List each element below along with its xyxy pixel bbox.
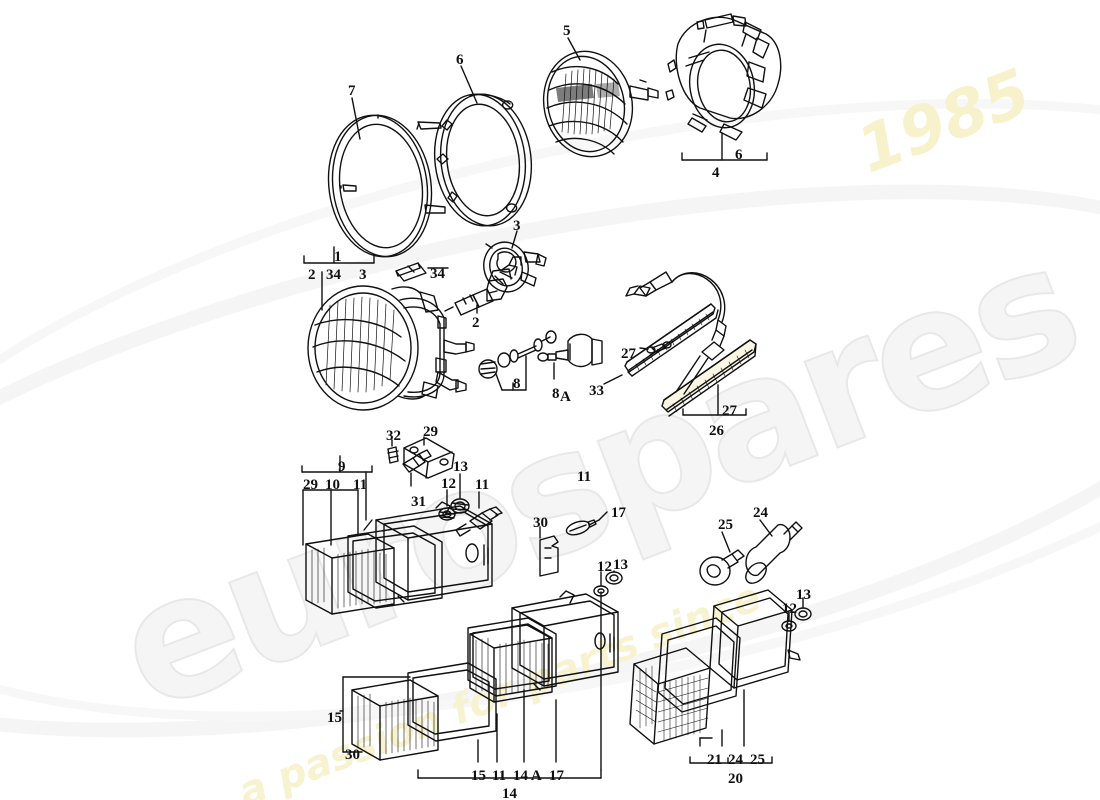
part-26-side-marker-strip [626,272,756,416]
callout-c1: 1 [334,249,342,265]
callout-c15a: 15 [327,710,342,726]
bracket-1 [304,247,374,310]
callout-c27b: 27 [722,403,737,419]
callout-c25a: 25 [718,517,733,533]
callout-c10: 10 [325,477,340,493]
part-4-mounting-bracket [666,14,781,140]
part-7-trim-ring [320,109,445,263]
callout-c13b: 13 [613,557,628,573]
callout-c27a: 27 [621,346,636,362]
callout-c31: 31 [411,494,426,510]
part-32-clip [388,440,398,463]
part-6-retaining-ring [427,89,538,231]
part-34-clip [396,263,448,281]
callout-c26: 26 [709,423,724,439]
part-27-strip-bulbs [640,342,671,353]
callout-c5: 5 [563,23,571,39]
callout-c11a: 11 [475,477,490,493]
callout-c30a: 30 [533,515,548,531]
callout-c29a: 29 [423,424,438,440]
bracket-20 [690,690,772,763]
callout-c24a: 24 [753,505,768,521]
part-11-lens-upper [306,534,394,614]
callout-c24b: 24 [728,752,743,768]
callout-c21: 21 [707,752,722,768]
part-2-halogen-bulb [445,257,521,315]
callout-c9: 9 [338,459,346,475]
part-14a-driving-lamp-housing [512,591,618,690]
leader-7 [352,98,360,139]
callout-c6a: 6 [456,52,464,68]
part-17-bulb [565,512,607,537]
callout-c4: 4 [712,165,720,181]
part-24-turn-gasket [658,618,740,712]
callout-c6b: 6 [735,147,743,163]
callout-c12c: 12 [782,601,797,617]
bracket-14 [418,592,601,778]
callout-c25b: 25 [750,752,765,768]
part-15-lens-bottom [352,680,438,760]
bracket-26-27 [683,385,746,415]
callout-c11b: 11 [353,477,368,493]
callout-c12a: 12 [441,476,456,492]
callout-c30b: 30 [345,747,360,763]
part-5-sealed-beam [534,43,658,165]
bracket-9 [302,456,372,545]
callout-c8asub: A [560,389,571,405]
callout-c14a: 14 A [513,768,542,784]
part-8a-adjusting-screw [538,334,602,379]
part-10-fog-lamp-housing [364,502,492,602]
part-21-turn-lens [630,648,710,744]
callout-c13c: 13 [796,587,811,603]
part-25-bayonet-bulb [700,532,744,585]
callout-c32: 32 [386,428,401,444]
bracket-15-30 [340,677,410,752]
callout-c34b: 34 [430,266,445,282]
callout-c29b: 29 [303,477,318,493]
callout-c2b: 2 [472,315,480,331]
callout-c17: 17 [611,505,626,521]
callout-c34a: 34 [326,267,341,283]
callout-c8a: 8 [552,386,560,402]
part-30-bracket-mid [540,527,558,576]
callout-c12b: 12 [597,559,612,575]
callout-c13a: 13 [453,459,468,475]
callout-c11d: 11 [492,768,507,784]
leader-5 [568,38,580,60]
part-8-adjusting-screws [479,331,556,390]
leader-3 [512,231,517,248]
callout-c8: 8 [513,376,521,392]
bracket-4-6 [682,133,767,160]
part-24-turn-bulb [742,520,802,587]
part-11-gasket-lower [468,618,556,696]
part-30-gasket-bottom [408,663,496,741]
callout-c2a: 2 [308,267,316,283]
part-3-bulb-socket [478,237,546,297]
part-13-nut-mid [606,571,622,584]
callout-c7: 7 [348,83,356,99]
callout-c20: 20 [728,771,743,787]
part-33-reflector-strip [604,304,718,384]
leader-6-left [461,66,477,103]
part-15-lens-lower [470,624,552,702]
callout-c11c: 11 [577,469,592,485]
part-13-nut-right [795,598,811,620]
part-29-gasket-upper [348,526,442,608]
part-31-bolt [403,450,431,486]
callout-c3a: 3 [513,218,521,234]
callout-c14: 14 [502,786,517,800]
part-1-headlamp-assembly [308,286,474,410]
callout-c15b: 15 [471,768,486,784]
callout-c3b: 3 [359,267,367,283]
part-12-washer-right [782,612,796,631]
callout-c33: 33 [589,383,604,399]
callout-c17b: 17 [549,768,564,784]
